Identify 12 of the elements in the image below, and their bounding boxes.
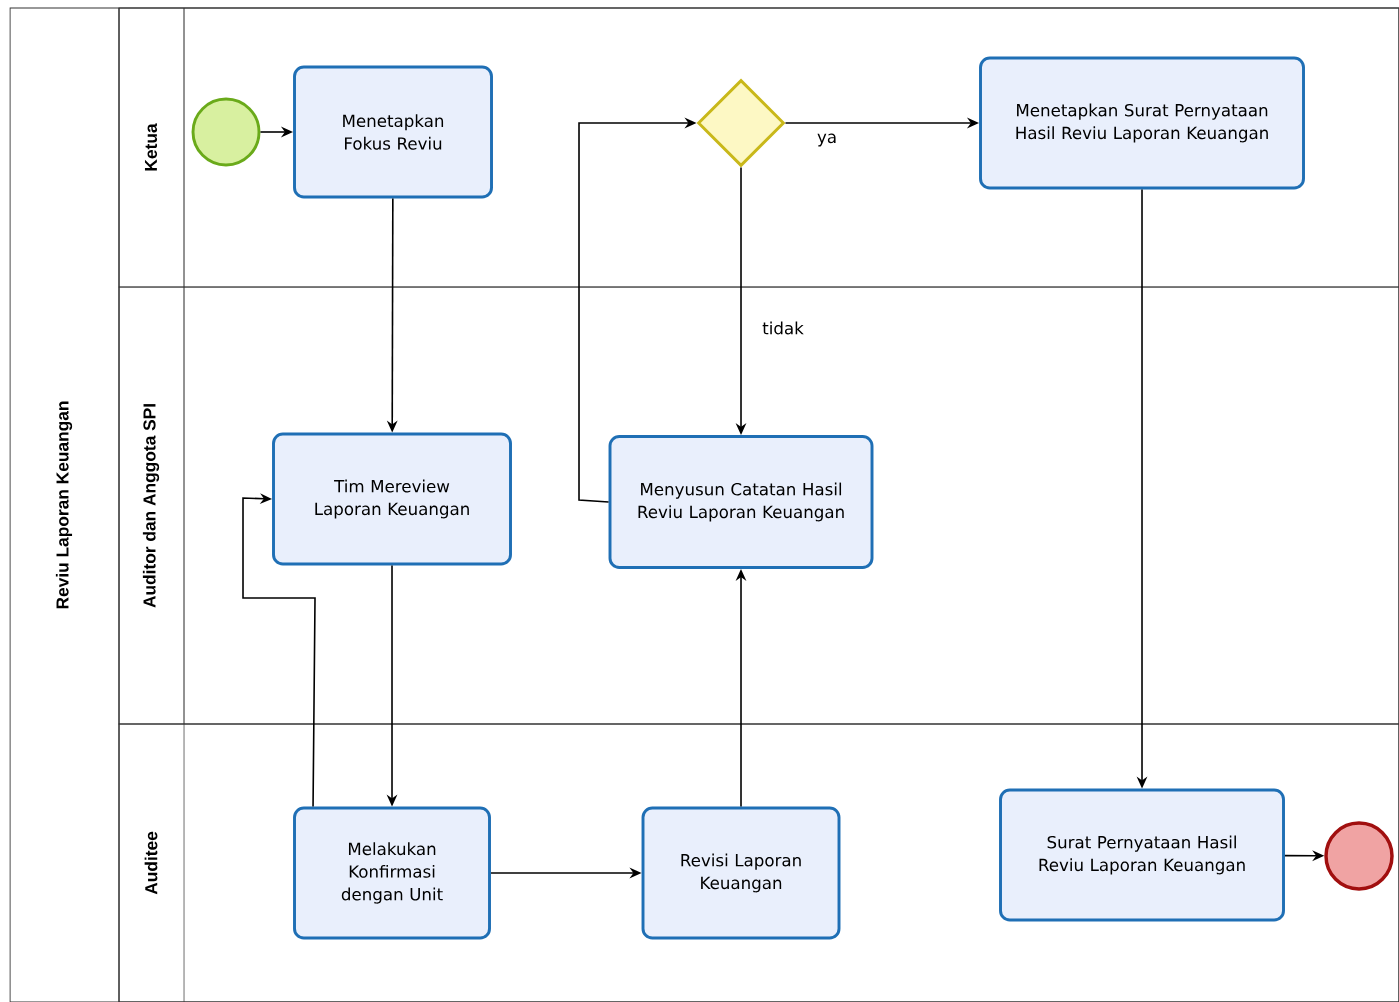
- edge-label: tidak: [760, 320, 806, 336]
- arrow: [242, 493, 316, 808]
- task-box: Revisi Laporan Keuangan: [641, 806, 841, 940]
- edge-label: ya: [815, 132, 839, 148]
- start-event-circle: [191, 97, 261, 167]
- task-box: Tim Mereview Laporan Keuangan: [272, 432, 512, 566]
- task-box: Menyusun Catatan Hasil Reviu Laporan Keuangan: [608, 435, 874, 569]
- task-box: Menetapkan Fokus Reviu: [293, 65, 493, 199]
- task-box: Melakukan Konfirmasi dengan Unit: [293, 806, 491, 940]
- end-event-circle: [1324, 821, 1394, 891]
- task-box: Surat Pernyataan Hasil Reviu Laporan Keuangan: [999, 788, 1285, 922]
- task-box: Menetapkan Surat Pernyataan Hasil Reviu Laporan Keuangan: [979, 56, 1305, 190]
